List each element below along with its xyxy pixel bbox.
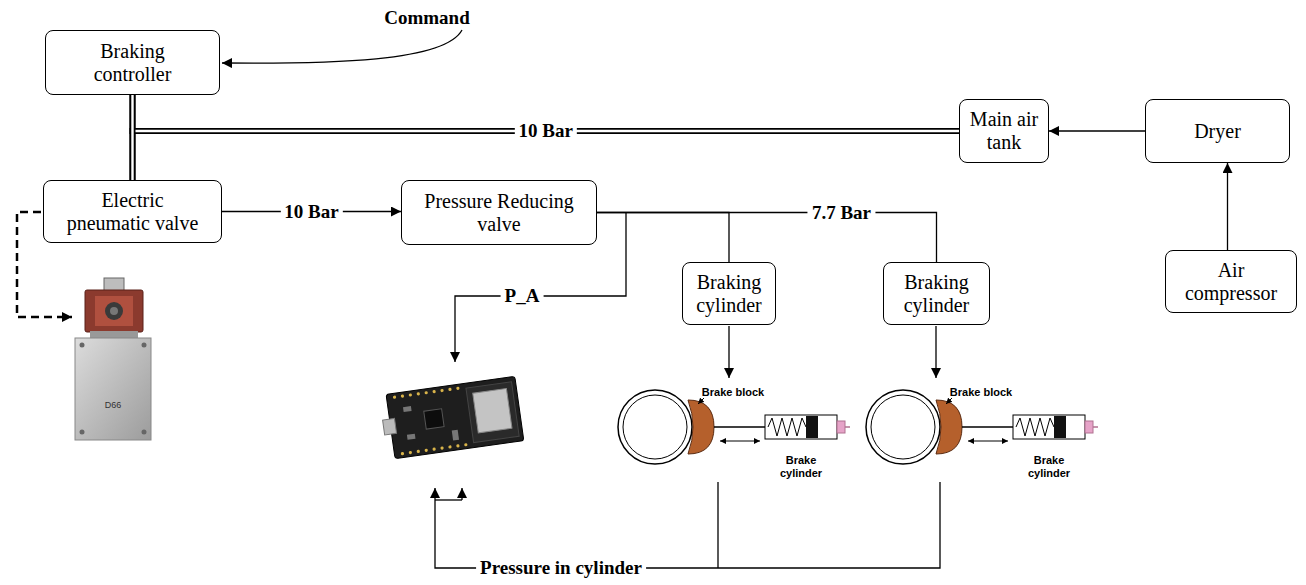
pin-header [393, 387, 468, 456]
part-marking: D66 [105, 400, 122, 410]
component [407, 434, 416, 440]
chip [424, 409, 444, 429]
pressure-label: 10 Bar [515, 120, 577, 142]
box-label: Braking cylinder [897, 271, 977, 317]
feedback-line [717, 482, 718, 568]
connector [597, 213, 937, 263]
feedback-arrow [461, 488, 462, 500]
box-label: Braking cylinder [689, 271, 769, 317]
valve-coil [85, 290, 143, 332]
feedback-line [435, 482, 940, 568]
box-label: Electric pneumatic valve [63, 189, 203, 235]
brake-sketch [866, 390, 1098, 464]
annotation-label: Brake block [950, 386, 1012, 399]
wheel-rim [871, 395, 935, 459]
pressure-label: 10 Bar [280, 201, 342, 223]
feedback-line [435, 499, 462, 500]
annotation-label: Brake block [702, 386, 764, 399]
microcontroller-board [379, 376, 524, 459]
connector-line [597, 213, 729, 263]
connector-line [1049, 130, 1145, 131]
leader-line [946, 398, 952, 404]
box-label: Dryer [1194, 120, 1241, 143]
connector [597, 213, 729, 263]
valve-screw [142, 430, 147, 435]
annotation-label: P_A [501, 285, 544, 307]
air-pipe [132, 95, 133, 180]
box-label: Braking controller [78, 40, 188, 86]
wifi-module [466, 382, 519, 443]
valve-body [75, 338, 151, 440]
annotation-label: Brake cylinder [775, 454, 827, 479]
connector-line [1227, 163, 1228, 250]
component [403, 406, 412, 412]
feedback-arrow [434, 488, 435, 500]
valve-coil-face [95, 296, 133, 326]
valve-screw [142, 343, 147, 348]
usb-port [383, 418, 397, 435]
spring [768, 418, 806, 436]
cylinder-body [1013, 415, 1085, 439]
brake-block [688, 400, 714, 454]
valve-screw [80, 343, 85, 348]
valve-nut-core [110, 307, 118, 315]
board-pcb [386, 376, 524, 458]
actuation-arrow [728, 326, 729, 378]
solenoid-valve-photo [75, 278, 151, 440]
pipe-inner [131, 95, 133, 180]
valve-nut [105, 302, 123, 320]
valve-cap [104, 278, 124, 291]
air-port-tip [1093, 426, 1098, 428]
push-rod [714, 426, 765, 428]
box-label: Main air tank [966, 108, 1042, 154]
air-port [837, 421, 845, 433]
connector [1049, 131, 1145, 132]
wheel-rim [623, 395, 687, 459]
connector-line [597, 213, 937, 263]
air-port [1085, 421, 1093, 433]
motion-arrow [720, 441, 760, 442]
box-label: Pressure Reducing valve [417, 190, 582, 236]
annotation-label: Command [384, 7, 470, 29]
pipe-outline [130, 95, 136, 180]
air-port-tip [845, 426, 850, 428]
actuation-arrow [935, 326, 936, 378]
valve-screw [80, 430, 85, 435]
piston [1054, 416, 1066, 438]
spring [1016, 418, 1054, 436]
process-box: Air compressor [1165, 250, 1297, 313]
wheel [866, 390, 940, 464]
process-box: Pressure Reducing valve [401, 180, 597, 245]
annotation-label: Pressure in cylinder [476, 557, 646, 579]
push-rod [962, 426, 1013, 428]
wheel [618, 390, 692, 464]
motion-arrow [968, 441, 1008, 442]
process-box: Braking controller [45, 30, 220, 95]
command-arrow [222, 30, 462, 63]
brake-sketch [618, 390, 850, 464]
component [452, 430, 459, 441]
process-box: Electric pneumatic valve [43, 180, 222, 243]
process-box: Dryer [1145, 99, 1290, 163]
box-label: Air compressor [1181, 259, 1281, 305]
process-box: Braking cylinder [883, 262, 990, 325]
brake-block [936, 400, 962, 454]
module-shield [473, 389, 512, 433]
pressure-label: 7.7 Bar [808, 202, 875, 224]
process-box: Main air tank [959, 99, 1049, 163]
annotation-label: Brake cylinder [1023, 454, 1075, 479]
leader-line [698, 398, 704, 404]
connector [1227, 163, 1228, 250]
process-box: Braking cylinder [682, 262, 776, 325]
cylinder-body [765, 415, 837, 439]
piston [806, 416, 818, 438]
